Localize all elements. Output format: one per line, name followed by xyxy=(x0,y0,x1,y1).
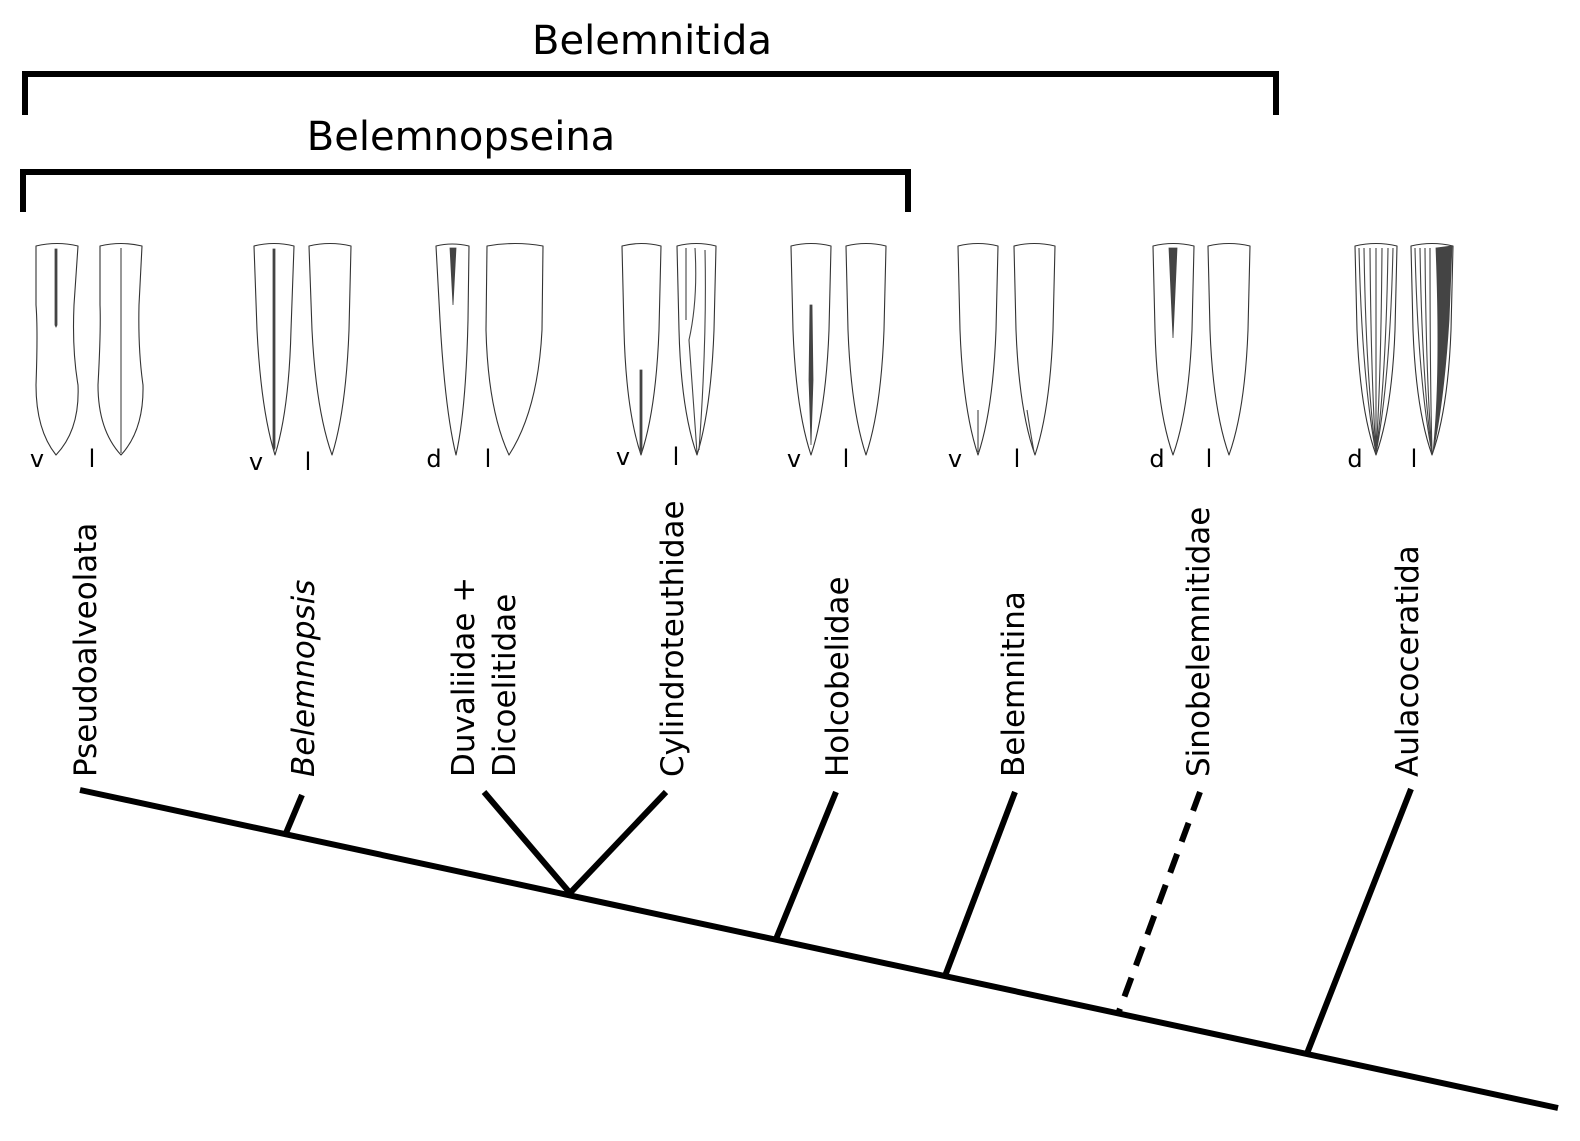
view-letter: v xyxy=(948,445,962,473)
taxon-labels: Pseudoalveolata Belemnopsis Duvaliidae +… xyxy=(68,500,1426,777)
branch-belemnitina xyxy=(942,790,1018,978)
view-letter: v xyxy=(787,445,801,473)
rostrum-lateral-line xyxy=(698,249,706,451)
rostrum-rib xyxy=(1419,247,1433,454)
rostrum-ventral-view xyxy=(957,242,999,456)
branch-belemnopsis xyxy=(283,793,305,835)
rostrum-lateral-view xyxy=(308,242,352,456)
taxon-label-holcobelidae: Holcobelidae xyxy=(820,576,856,777)
rostrum-rib xyxy=(1363,247,1377,454)
rostrum-rib xyxy=(1369,247,1377,454)
rostrum-groove xyxy=(808,304,814,446)
rostrum-drawings xyxy=(35,242,1454,456)
rostrum-rib xyxy=(1424,247,1433,454)
rostrum-rib xyxy=(1358,247,1377,454)
view-letter: l xyxy=(485,445,492,473)
rostrum-groove xyxy=(1168,247,1178,339)
rostrum-lateral-line xyxy=(688,247,698,454)
rostrum-groove xyxy=(54,248,58,328)
rostrum-groove xyxy=(639,369,643,454)
branch-sinobelemnitidae xyxy=(1115,790,1203,1016)
belemnopseina-bracket xyxy=(20,169,911,212)
rostrum-lateral-line xyxy=(1026,409,1035,453)
rostrum-rib xyxy=(1375,247,1389,454)
view-letter: l xyxy=(305,448,312,476)
rostrum-dorsal-view xyxy=(1152,242,1195,456)
rostrum-lateral-view xyxy=(845,242,887,456)
rostrum-pair-belemnopsis xyxy=(253,242,352,456)
rostrum-lateral-view xyxy=(485,242,544,456)
view-letter: v xyxy=(249,448,263,476)
rostrum-ventral-view xyxy=(35,242,79,456)
branch-duvaliidae-dicoelitidae xyxy=(481,790,573,895)
taxon-label-aulacoceratida: Aulacoceratida xyxy=(1390,545,1426,777)
rostrum-pair-duvaliidae-dicoelitidae xyxy=(435,242,544,456)
view-letter: v xyxy=(30,445,44,473)
rostrum-lateral-view xyxy=(1207,242,1251,456)
view-letter: l xyxy=(1014,445,1021,473)
view-letter: l xyxy=(843,445,850,473)
view-letter: l xyxy=(1206,445,1213,473)
belemnopseina-title: Belemnopseina xyxy=(307,114,615,160)
rostrum-lateral-view xyxy=(1013,242,1056,456)
belemnitida-group: Belemnitida xyxy=(22,18,1279,115)
taxon-label-duvaliidae: Duvaliidae + xyxy=(446,577,482,777)
rostrum-rib xyxy=(1375,247,1394,454)
rostrum-lateral-view xyxy=(676,242,717,456)
rostrum-rib xyxy=(1414,247,1433,454)
rostrum-pair-cylindroteuthidae xyxy=(621,242,717,456)
cladogram-trunk xyxy=(79,787,1559,1111)
taxon-label-pseudoalveolata: Pseudoalveolata xyxy=(68,523,104,777)
branch-cylindroteuthidae xyxy=(567,789,669,896)
rostrum-pair-belemnitina xyxy=(957,242,1056,456)
taxon-label-belemnopsis: Belemnopsis xyxy=(286,580,322,777)
rostrum-pair-holcobelidae xyxy=(790,242,887,456)
view-letter: d xyxy=(1347,445,1362,473)
taxon-label-dicoelitidae: Dicoelitidae xyxy=(487,594,523,777)
branch-holcobelidae xyxy=(773,790,839,941)
rostrum-ventral-view xyxy=(621,242,662,456)
belemnitida-title: Belemnitida xyxy=(532,18,772,64)
rostrum-pair-sinobelemnitidae xyxy=(1152,242,1251,456)
rostrum-rib xyxy=(1429,247,1433,454)
rostrum-groove xyxy=(272,248,276,451)
cladogram-tree xyxy=(79,787,1559,1111)
rostrum-dark-band xyxy=(1432,245,1453,453)
taxon-label-belemnitina: Belemnitina xyxy=(996,591,1032,777)
view-letter: d xyxy=(1149,445,1164,473)
view-letter: l xyxy=(89,445,96,473)
belemnopseina-group: Belemnopseina xyxy=(20,114,911,212)
branch-aulacoceratida xyxy=(1303,787,1414,1058)
rostrum-pair-pseudoalveolata xyxy=(35,242,144,456)
view-letter: l xyxy=(673,443,680,471)
view-letter: v xyxy=(616,443,630,471)
belemnitida-bracket xyxy=(22,71,1279,115)
rostrum-rib xyxy=(1375,247,1383,454)
view-letter: d xyxy=(426,445,441,473)
view-letter: l xyxy=(1411,445,1418,473)
view-letters: v l v l d l v l v l v l d l d l xyxy=(30,443,1417,476)
rostrum-dorsal-view xyxy=(435,243,470,456)
rostrum-groove xyxy=(449,247,457,306)
taxon-label-sinobelemnitidae: Sinobelemnitidae xyxy=(1181,507,1217,777)
rostrum-pair-aulacoceratida xyxy=(1354,242,1454,456)
taxon-label-cylindroteuthidae: Cylindroteuthidae xyxy=(655,500,691,777)
